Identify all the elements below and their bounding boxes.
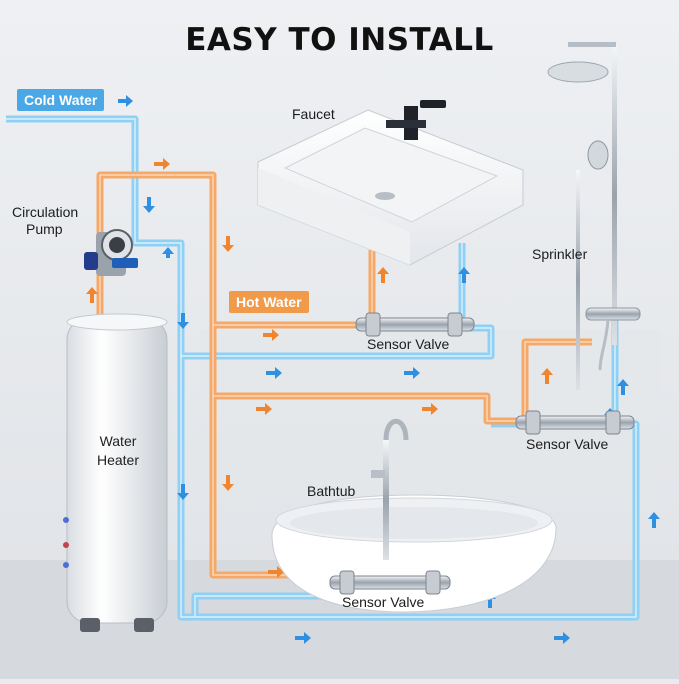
sensor-valve-3 xyxy=(329,570,451,595)
arrow-icon xyxy=(268,566,284,578)
sensor-valve-label-2: Sensor Valve xyxy=(526,436,609,452)
page-title: EASY TO INSTALL xyxy=(185,22,494,58)
port-icon xyxy=(63,542,69,548)
sensor-valve-1 xyxy=(355,312,475,337)
hot-water-legend: Hot Water xyxy=(229,291,309,313)
arrow-icon xyxy=(118,95,133,107)
shower-head-icon xyxy=(547,61,609,83)
arrow-icon xyxy=(222,475,234,491)
circulation-pump-label-line1: Circulation xyxy=(12,204,79,220)
hand-shower-icon xyxy=(587,140,609,170)
arrow-icon xyxy=(256,403,272,415)
arrow-icon xyxy=(154,158,170,170)
tub-filler xyxy=(371,418,409,560)
arrow-icon xyxy=(648,512,660,528)
shower-fixture xyxy=(547,42,641,390)
water-heater-label-line2: Heater xyxy=(96,452,140,468)
drain-icon xyxy=(375,192,395,200)
circulation-pump xyxy=(84,229,138,276)
sensor-valve-2 xyxy=(515,410,635,435)
sprinkler-label: Sprinkler xyxy=(532,246,588,262)
arrow-icon xyxy=(404,367,420,379)
arrow-icon xyxy=(263,329,279,341)
arrow-icon xyxy=(377,267,389,283)
water-heater-label: Water Heater xyxy=(78,432,158,470)
faucet-label: Faucet xyxy=(292,106,335,122)
arrow-icon xyxy=(222,236,234,252)
arrow-icon xyxy=(541,368,553,384)
arrow-icon xyxy=(162,247,174,258)
arrow-icon xyxy=(86,287,98,303)
port-icon xyxy=(63,517,69,523)
bathtub-label: Bathtub xyxy=(307,483,356,499)
water-heater-label-line1: Water xyxy=(99,433,137,449)
sensor-valve-label-1: Sensor Valve xyxy=(367,336,450,352)
arrow-icon xyxy=(143,197,155,213)
water-heater xyxy=(63,313,168,632)
faucet-fixture xyxy=(386,100,446,140)
arrow-icon xyxy=(458,267,470,283)
arrow-icon xyxy=(295,632,311,644)
arrow-icon xyxy=(617,379,629,395)
circulation-pump-label-line2: Pump xyxy=(26,221,63,237)
arrow-icon xyxy=(554,632,570,644)
arrow-icon xyxy=(266,367,282,379)
arrow-icon xyxy=(177,313,189,329)
sink xyxy=(257,109,524,266)
arrow-icon xyxy=(177,484,189,500)
cold-water-legend: Cold Water xyxy=(17,89,105,111)
arrow-icon xyxy=(422,403,438,415)
port-icon xyxy=(63,562,69,568)
sensor-valve-label-3: Sensor Valve xyxy=(342,594,425,610)
